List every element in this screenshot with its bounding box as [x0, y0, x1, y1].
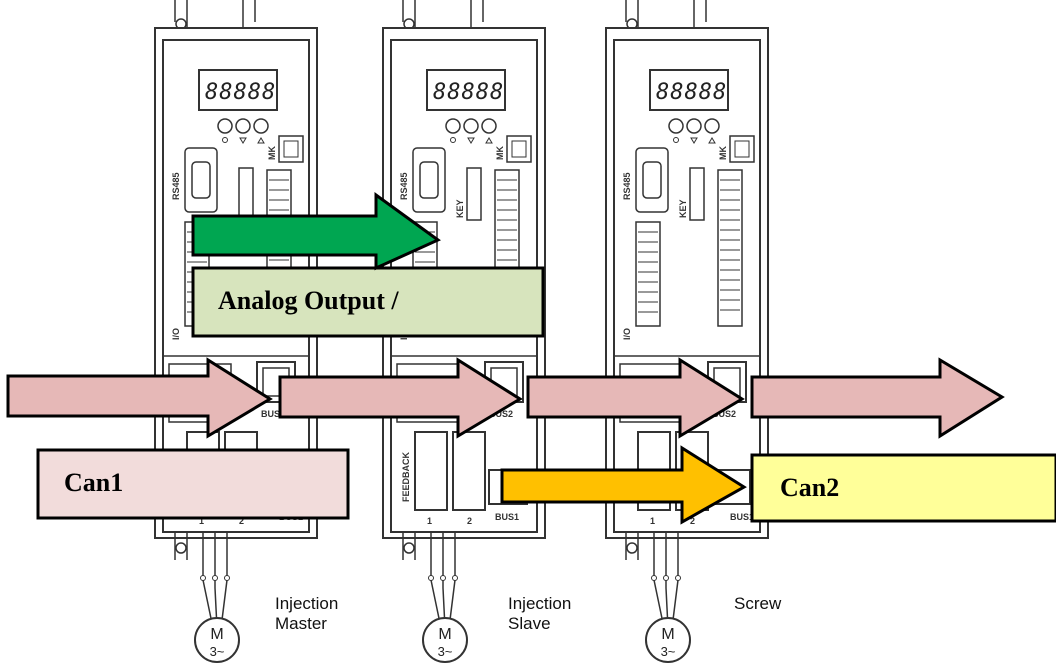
port-label-rs485: RS485 [171, 172, 181, 200]
motor-caption-screw: Screw [734, 594, 781, 614]
port-label-bus2: BUS2 [489, 409, 513, 419]
caption-line: Injection [508, 594, 572, 613]
port-label-mk: MK [495, 146, 505, 160]
port-label-rs485: RS485 [399, 172, 409, 200]
connector-number-1: 1 [199, 516, 204, 526]
can1-label: Can1 [64, 468, 124, 497]
can1-arrow-1 [6, 357, 273, 439]
can1-arrow-2 [278, 357, 523, 439]
can2-arrow [500, 445, 747, 525]
port-label-io: I/O [171, 328, 181, 340]
analog-output-label: Analog Output / [218, 286, 399, 315]
port-label-rs485: RS485 [622, 172, 632, 200]
motor-letter: M [210, 626, 223, 643]
caption-line: Screw [734, 594, 782, 613]
can2-label: Can2 [780, 473, 840, 502]
port-label-bus1: BUS1 [730, 512, 754, 522]
port-label-feedback: FEEDBACK [401, 451, 411, 502]
can2-label-box [750, 453, 1056, 523]
connector-number-1: 1 [650, 516, 655, 526]
analog-output-label-box [191, 266, 545, 338]
caption-line: Slave [508, 614, 551, 633]
analog-output-arrow [191, 192, 441, 271]
connector-number-1: 1 [427, 516, 432, 526]
motor-phase: 3~ [210, 644, 225, 659]
port-label-key: KEY [455, 199, 465, 218]
motor-phase: 3~ [661, 644, 676, 659]
motor-letter: M [661, 626, 674, 643]
connector-number-2: 2 [467, 516, 472, 526]
port-label-key: KEY [678, 199, 688, 218]
port-label-bus2: BUS2 [261, 409, 285, 419]
drive-screw: 88888 RS485 MK KEY I/O BUS2 BUS1 1 2 M 3… [605, 0, 769, 663]
port-label-bus1: BUS1 [495, 512, 519, 522]
port-label-mk: MK [718, 146, 728, 160]
caption-line: Master [275, 614, 327, 633]
motor-caption-injection-master: Injection Master [275, 594, 338, 634]
can1-arrow-4 [750, 357, 1005, 439]
display-digits: 88888 [205, 80, 276, 105]
connector-number-2: 2 [239, 516, 244, 526]
display-digits: 88888 [433, 80, 504, 105]
port-label-bus2: BUS2 [712, 409, 736, 419]
connector-number-2: 2 [690, 516, 695, 526]
can1-label-box [36, 448, 350, 520]
motor-caption-injection-slave: Injection Slave [508, 594, 571, 634]
motor-phase: 3~ [438, 644, 453, 659]
display-digits: 88888 [656, 80, 727, 105]
port-label-io: I/O [622, 328, 632, 340]
can1-arrow-3 [526, 357, 745, 439]
port-label-mk: MK [267, 146, 277, 160]
motor-letter: M [438, 626, 451, 643]
caption-line: Injection [275, 594, 339, 613]
